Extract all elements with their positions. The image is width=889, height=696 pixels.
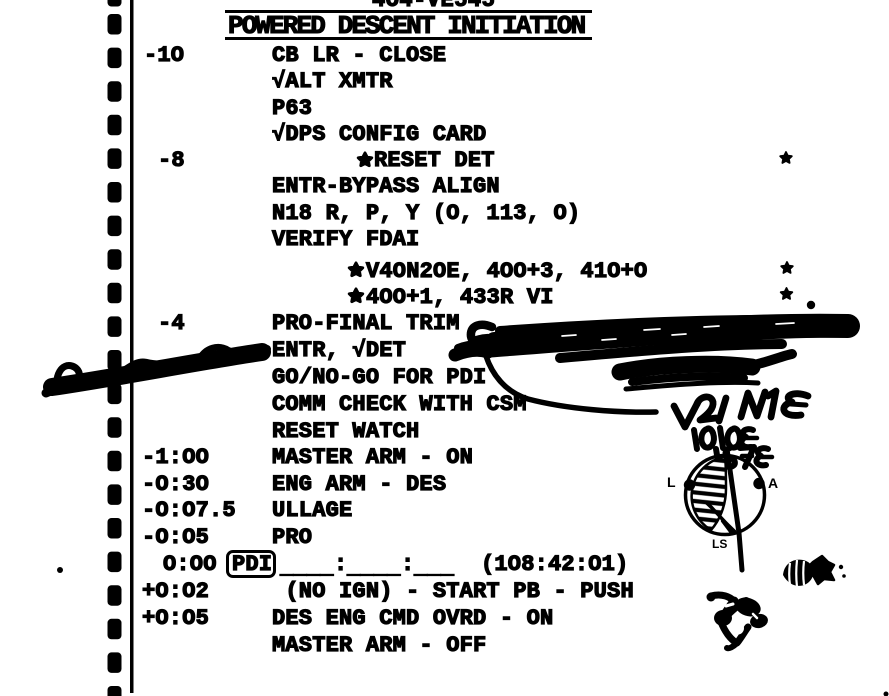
svg-text:LS: LS <box>712 537 727 551</box>
svg-text:L: L <box>667 474 676 490</box>
svg-text:A: A <box>768 475 778 491</box>
